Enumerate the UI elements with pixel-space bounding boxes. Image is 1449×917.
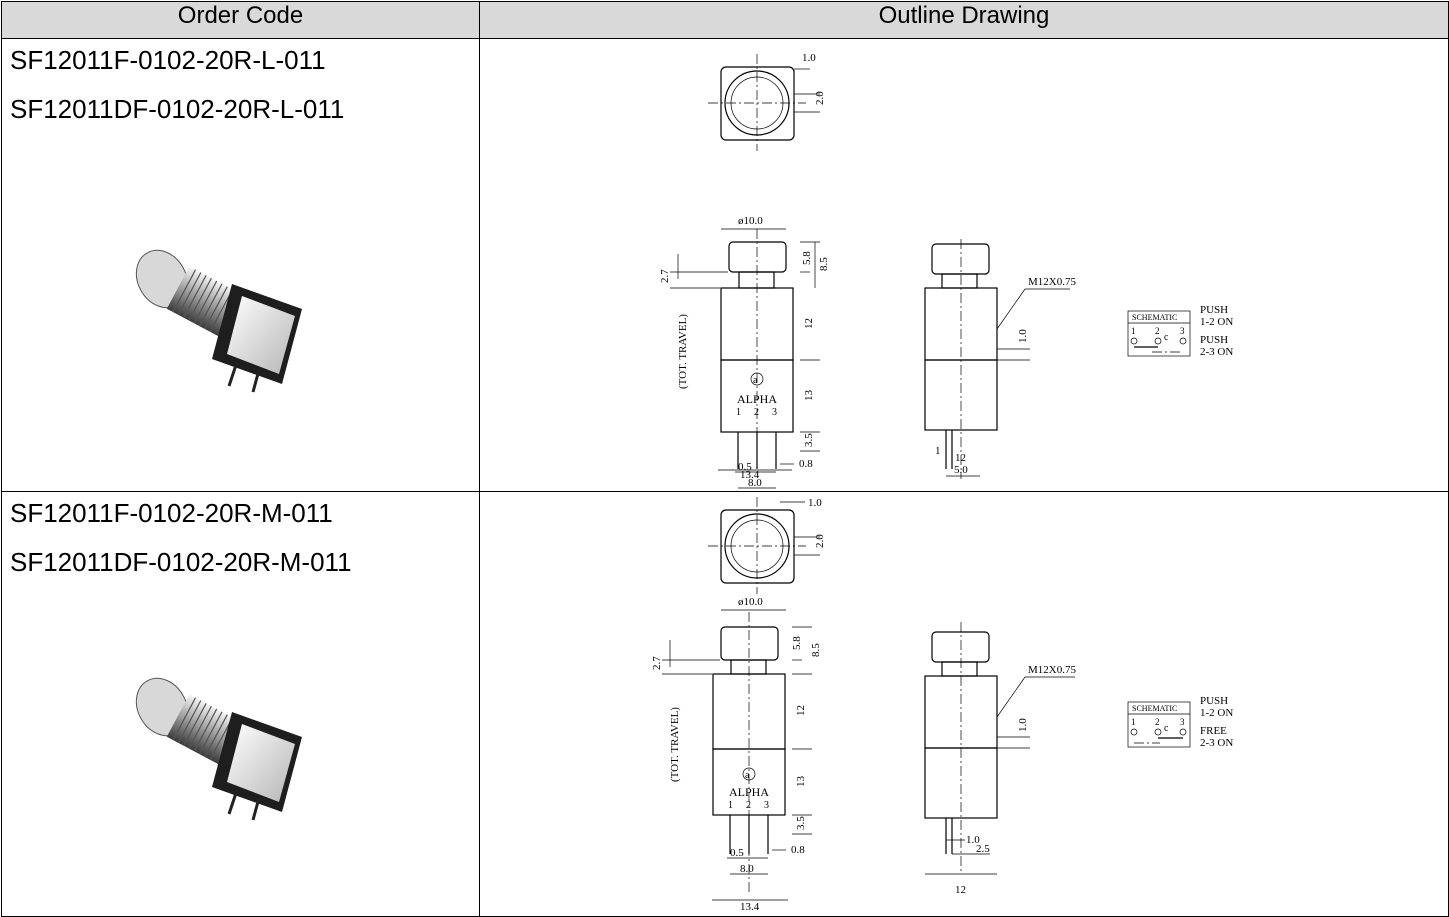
dim-label: ø10.0 bbox=[738, 596, 763, 608]
dim-label: 1.0 bbox=[966, 834, 980, 846]
dim-label: 2.7 bbox=[651, 656, 663, 670]
dim-label: 2.7 bbox=[659, 269, 671, 283]
pin-label: 2 bbox=[754, 407, 759, 418]
schematic: SCHEMATIC 1 2 3 c PUSH 1-2 ON FREE 2-3 O… bbox=[1127, 695, 1233, 749]
dim-label: 12 bbox=[795, 705, 807, 716]
dim-label: 1.0 bbox=[802, 52, 816, 64]
outline-drawing-cell: 1.0 2.0 ø10.0 a ALPHA bbox=[479, 491, 1449, 917]
dim-label: 0.8 bbox=[791, 844, 805, 856]
state-label: 2-3 ON bbox=[1200, 346, 1233, 358]
common-label: c bbox=[1164, 723, 1169, 734]
order-code: SF12011DF-0102-20R-L-011 bbox=[10, 94, 345, 124]
table-row: SF12011F-0102-20R-L-011 SF12011DF-0102-2… bbox=[1, 38, 1449, 492]
pin-label: 2 bbox=[1155, 326, 1160, 336]
pin-label: 2 bbox=[1155, 717, 1160, 727]
dim-label: 3.5 bbox=[795, 816, 807, 830]
top-view: 1.0 2.0 bbox=[708, 52, 826, 151]
dim-label: M12X0.75 bbox=[1028, 276, 1076, 288]
pin-label: 3 bbox=[1180, 326, 1185, 336]
order-code-cell: SF12011F-0102-20R-L-011 SF12011DF-0102-2… bbox=[1, 38, 480, 492]
dim-label: 1.0 bbox=[808, 497, 822, 509]
dim-label: 8.0 bbox=[748, 477, 762, 489]
dim-label: 12 bbox=[803, 318, 815, 329]
pin-label: 3 bbox=[764, 800, 769, 811]
dim-label: 0.8 bbox=[799, 458, 813, 470]
dim-label: 2.0 bbox=[814, 91, 826, 105]
dim-label: 5.8 bbox=[791, 636, 803, 650]
dim-label: ø10.0 bbox=[738, 215, 763, 227]
side-view: M12X0.75 1.0 1 5.0 bbox=[924, 239, 1076, 479]
pin-label: 3 bbox=[1180, 717, 1185, 727]
dim-label: 13 bbox=[795, 776, 807, 788]
outline-drawing-cell: 1.0 2.0 ø10.0 a ALPHA bbox=[479, 38, 1449, 492]
dim-label: 8.5 bbox=[818, 257, 830, 271]
dim-label: 3.5 bbox=[803, 433, 815, 447]
state-label: PUSH bbox=[1200, 334, 1228, 346]
dim-label: 5.0 bbox=[954, 464, 968, 476]
state-label: PUSH bbox=[1200, 304, 1228, 316]
dim-label: 2.0 bbox=[814, 534, 826, 548]
common-label: c bbox=[1164, 332, 1169, 343]
header-order-code: Order Code bbox=[1, 1, 480, 39]
dim-label: 8.5 bbox=[810, 643, 822, 657]
switch-photo bbox=[135, 249, 302, 393]
dim-label: (TOT. TRAVEL) bbox=[669, 707, 681, 782]
order-code-cell: SF12011F-0102-20R-M-011 SF12011DF-0102-2… bbox=[1, 491, 480, 917]
order-code: SF12011DF-0102-20R-M-011 bbox=[10, 547, 352, 577]
dim-label: 1.0 bbox=[1017, 718, 1029, 732]
order-code: SF12011F-0102-20R-L-011 bbox=[10, 45, 326, 75]
logo-text: ALPHA bbox=[729, 785, 769, 799]
state-label: FREE bbox=[1200, 725, 1227, 737]
state-label: 2-3 ON bbox=[1200, 737, 1233, 749]
logo-text: ALPHA bbox=[737, 392, 777, 406]
state-label: PUSH bbox=[1200, 695, 1228, 707]
dim-label: 5.8 bbox=[801, 251, 813, 265]
front-view: ø10.0 a ALPHA 1 2 3 bbox=[651, 596, 822, 892]
pin-label: 1 bbox=[736, 407, 741, 418]
schematic: SCHEMATIC 1 2 3 c PUSH 1-2 ON PUSH 2-3 O… bbox=[1127, 304, 1233, 358]
table-row: SF12011F-0102-20R-M-011 SF12011DF-0102-2… bbox=[1, 491, 1449, 917]
dim-label: 1 bbox=[935, 445, 941, 457]
state-label: 1-2 ON bbox=[1200, 707, 1233, 719]
dim-label: M12X0.75 bbox=[1028, 664, 1076, 676]
front-view: ø10.0 a ALPHA 1 2 3 bbox=[659, 215, 830, 489]
dim-label: (TOT. TRAVEL) bbox=[677, 314, 689, 389]
pin-label: 3 bbox=[772, 407, 777, 418]
outline-drawing: 1.0 2.0 ø10.0 a ALPHA bbox=[651, 497, 1233, 892]
dim-label: 13 bbox=[803, 390, 815, 402]
logo-mark: a bbox=[745, 770, 750, 781]
order-code: SF12011F-0102-20R-M-011 bbox=[10, 498, 333, 528]
schematic-title: SCHEMATIC bbox=[1132, 313, 1177, 322]
dim-label: 2.5 bbox=[976, 843, 990, 855]
pin-label: 1 bbox=[728, 800, 733, 811]
side-view: M12X0.75 1.0 1.0 2.5 bbox=[924, 622, 1076, 875]
dim-label: 0.5 bbox=[730, 847, 744, 859]
state-label: 1-2 ON bbox=[1200, 316, 1233, 328]
top-view: 1.0 2.0 bbox=[708, 497, 826, 594]
outline-drawing: 1.0 2.0 ø10.0 a ALPHA bbox=[659, 52, 1233, 489]
schematic-title: SCHEMATIC bbox=[1132, 704, 1177, 713]
logo-mark: a bbox=[753, 375, 758, 386]
pin-label: 1 bbox=[1131, 326, 1136, 336]
header-outline-drawing: Outline Drawing bbox=[479, 1, 1449, 39]
pin-label: 2 bbox=[746, 800, 751, 811]
dim-label: 8.0 bbox=[740, 863, 754, 875]
switch-photo bbox=[135, 677, 302, 821]
dim-label: 0.5 bbox=[738, 461, 752, 473]
dim-label: 1.0 bbox=[1017, 329, 1029, 343]
table-header-row: Order Code Outline Drawing bbox=[1, 1, 1449, 39]
pin-label: 1 bbox=[1131, 717, 1136, 727]
